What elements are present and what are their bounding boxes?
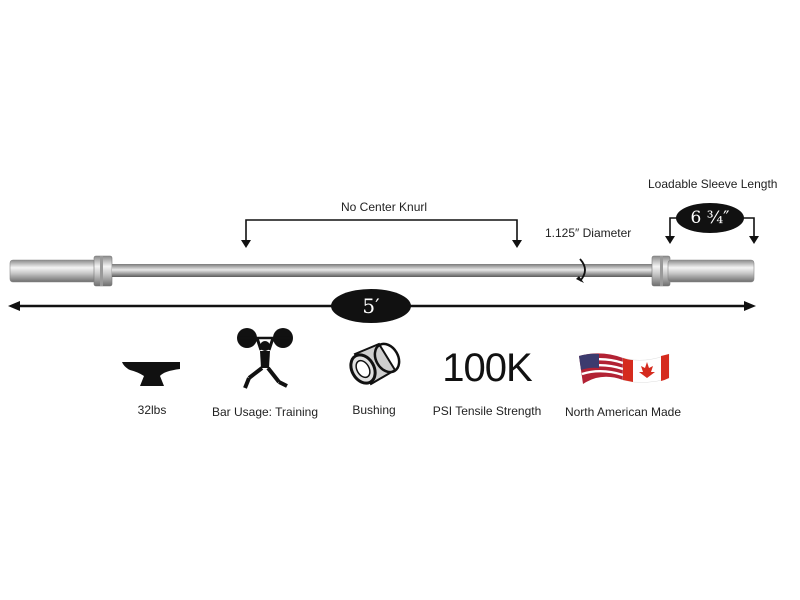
diameter-arrow-icon bbox=[579, 258, 586, 282]
feature-caption: Bar Usage: Training bbox=[211, 405, 319, 419]
feature-weight: 32lbs bbox=[110, 352, 194, 417]
sleeve-length-label: Loadable Sleeve Length bbox=[648, 177, 778, 191]
psi-value: 100K bbox=[442, 346, 532, 390]
feature-bushing: Bushing bbox=[336, 340, 412, 417]
knurl-bracket bbox=[245, 219, 518, 244]
feature-caption: 32lbs bbox=[137, 403, 167, 417]
diameter-label: 1.125″ Diameter bbox=[545, 226, 632, 240]
usa-canada-flag-icon bbox=[579, 353, 670, 384]
feature-origin: North American Made bbox=[560, 350, 686, 419]
bushing-icon bbox=[349, 342, 401, 386]
left-sleeve bbox=[9, 255, 113, 287]
feature-caption: PSI Tensile Strength bbox=[432, 404, 542, 418]
length-badge: 5′ bbox=[331, 289, 411, 323]
weightlifter-icon bbox=[237, 328, 293, 389]
anvil-icon bbox=[122, 362, 180, 386]
feature-caption: North American Made bbox=[564, 405, 682, 419]
feature-usage: Bar Usage: Training bbox=[205, 326, 325, 419]
feature-tensile: 100K PSI Tensile Strength bbox=[428, 348, 546, 418]
feature-caption: Bushing bbox=[352, 403, 396, 417]
knurl-label: No Center Knurl bbox=[341, 200, 428, 214]
right-sleeve bbox=[651, 255, 755, 287]
sleeve-length-badge: 6 ¾″ bbox=[676, 203, 744, 233]
